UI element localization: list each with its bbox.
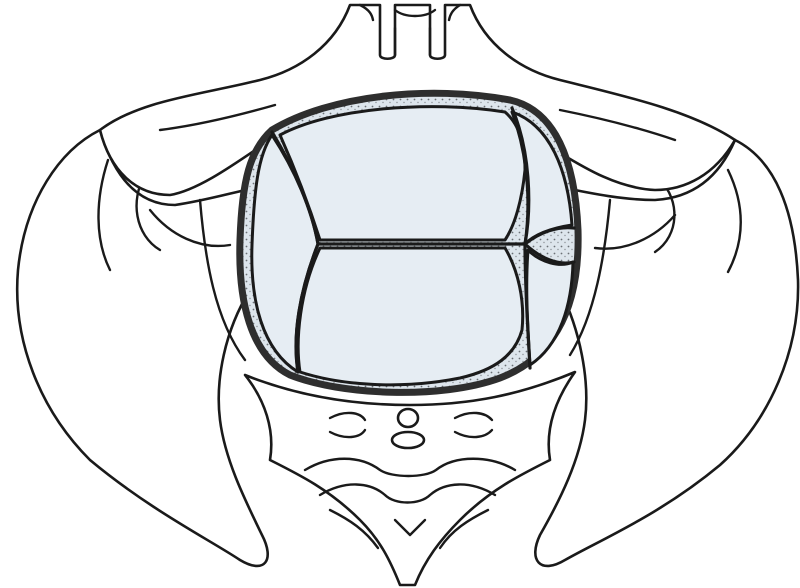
right-fontanel-plate <box>527 250 573 365</box>
sacrum <box>245 372 575 585</box>
fetal-skull <box>240 93 578 392</box>
frontal-plate-lower <box>298 248 522 385</box>
frontal-plate-upper <box>280 107 525 240</box>
